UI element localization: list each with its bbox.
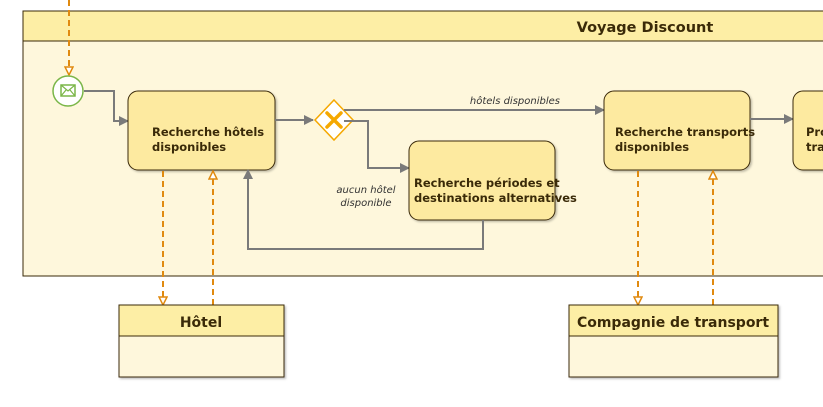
sequence-flow-start-to-search-hotels[interactable] bbox=[84, 90, 129, 126]
task-label-line2: destinations alternatives bbox=[414, 191, 577, 205]
flow-label-no-hotel-line1: aucun hôtel bbox=[336, 184, 395, 196]
x-icon bbox=[325, 111, 343, 129]
task-recherche-alternatives[interactable]: Recherche périodes et destinations alter… bbox=[408, 140, 577, 221]
task-label-line2: disponibles bbox=[152, 140, 226, 154]
task-recherche-hotels[interactable]: Recherche hôtels disponibles bbox=[127, 90, 276, 171]
pool-hotel[interactable]: Hôtel bbox=[118, 304, 285, 378]
envelope-icon bbox=[60, 84, 76, 97]
task-label-line1: Pro bbox=[806, 125, 823, 139]
sequence-flow-no-hotel[interactable] bbox=[344, 120, 410, 173]
task-label-line1: Recherche hôtels bbox=[152, 125, 264, 139]
flow-label-hotels-available: hôtels disponibles bbox=[470, 95, 560, 107]
pool-title: Voyage Discount bbox=[577, 20, 714, 36]
pool-header bbox=[22, 10, 823, 42]
start-event[interactable] bbox=[52, 75, 84, 107]
task-next-partial[interactable]: Pro tra bbox=[792, 90, 823, 171]
exclusive-gateway[interactable] bbox=[313, 98, 355, 142]
task-recherche-transports[interactable]: Recherche transports disponibles bbox=[603, 90, 755, 171]
task-label-line2: tra bbox=[806, 140, 823, 154]
pool-title-transport: Compagnie de transport bbox=[577, 315, 769, 331]
pool-compagnie-transport[interactable]: Compagnie de transport bbox=[568, 304, 779, 378]
task-label-line2: disponibles bbox=[615, 140, 689, 154]
task-label-line1: Recherche transports bbox=[615, 125, 755, 139]
pool-title-hotel: Hôtel bbox=[180, 315, 222, 331]
sequence-flow-loop-back[interactable] bbox=[243, 169, 484, 250]
flow-label-no-hotel-line2: disponible bbox=[340, 198, 391, 209]
task-label-line1: Recherche périodes et bbox=[414, 176, 560, 190]
